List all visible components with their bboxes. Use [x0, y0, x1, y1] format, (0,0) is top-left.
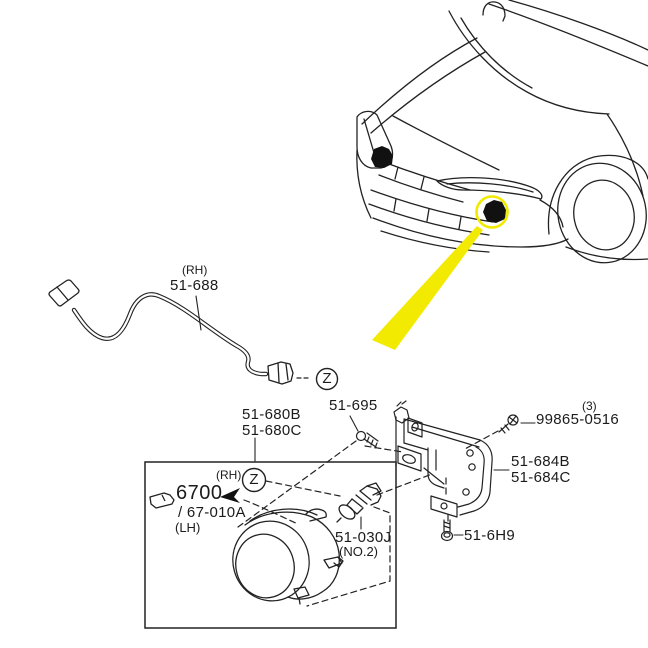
left-foglamp-marker — [371, 146, 393, 168]
bracket-part-number-c[interactable]: 51-684C — [511, 469, 571, 486]
harness-side-note: (RH) — [182, 263, 208, 277]
detail-box — [144, 461, 397, 629]
zone-marker-harness[interactable]: Z — [322, 370, 332, 388]
screw-51-695 — [355, 430, 379, 449]
foglamp-part-number-b[interactable]: 51-680B — [242, 406, 301, 423]
front-wheel — [557, 162, 647, 264]
harness-connector-lower — [267, 361, 294, 385]
zone-marker-circle-harness[interactable] — [315, 367, 339, 391]
foglamp-location-highlight[interactable] — [372, 195, 509, 351]
mounting-bracket — [393, 400, 493, 518]
clip-screw-part-number[interactable]: 99865-0516 — [536, 411, 620, 428]
leader-lines — [195, 295, 536, 536]
catalog-reference[interactable]: 6700 — [176, 482, 223, 504]
assembly-dashed-lines — [237, 430, 499, 607]
highlight-circle — [475, 195, 509, 229]
bulb-part-number[interactable]: 51-030J — [335, 529, 392, 546]
pointing-hand-icon — [149, 492, 175, 509]
detail-side-note: (RH) — [216, 468, 242, 482]
reference-arrow-icon — [220, 488, 240, 503]
catalog-reference-sub[interactable]: / 67-010A — [178, 504, 246, 521]
screw-99865-0516 — [498, 414, 519, 434]
zone-marker-circle-detail[interactable] — [241, 467, 267, 493]
lamp-lower-tab — [293, 586, 310, 605]
foglamp-bulb — [336, 482, 382, 523]
side-mirror — [482, 1, 506, 22]
detail-side-note-alt: (LH) — [175, 520, 201, 535]
bracket-lower-tab — [430, 495, 458, 518]
harness-part-number[interactable]: 51-688 — [170, 277, 219, 294]
clip-screw-qty-note: (3) — [582, 399, 597, 413]
bulb-position-note: (NO.2) — [339, 544, 378, 559]
foglamp-harness — [48, 279, 312, 385]
right-foglamp-marker — [483, 200, 506, 223]
bracket-part-number-b[interactable]: 51-684B — [511, 453, 570, 470]
foglamp-part-number-c[interactable]: 51-680C — [242, 422, 302, 439]
screw-upper-part-number[interactable]: 51-695 — [329, 397, 378, 414]
screw-lower-part-number[interactable]: 51-6H9 — [464, 527, 515, 544]
right-headlamp — [436, 176, 543, 200]
zone-marker-detail[interactable]: Z — [249, 471, 259, 489]
lamp-adjuster-knob — [323, 556, 344, 569]
screw-51-6H9 — [440, 519, 454, 542]
harness-wire — [71, 292, 269, 377]
highlight-pointer — [372, 226, 483, 350]
car-outline — [356, 0, 648, 264]
harness-connector-upper — [48, 279, 80, 307]
